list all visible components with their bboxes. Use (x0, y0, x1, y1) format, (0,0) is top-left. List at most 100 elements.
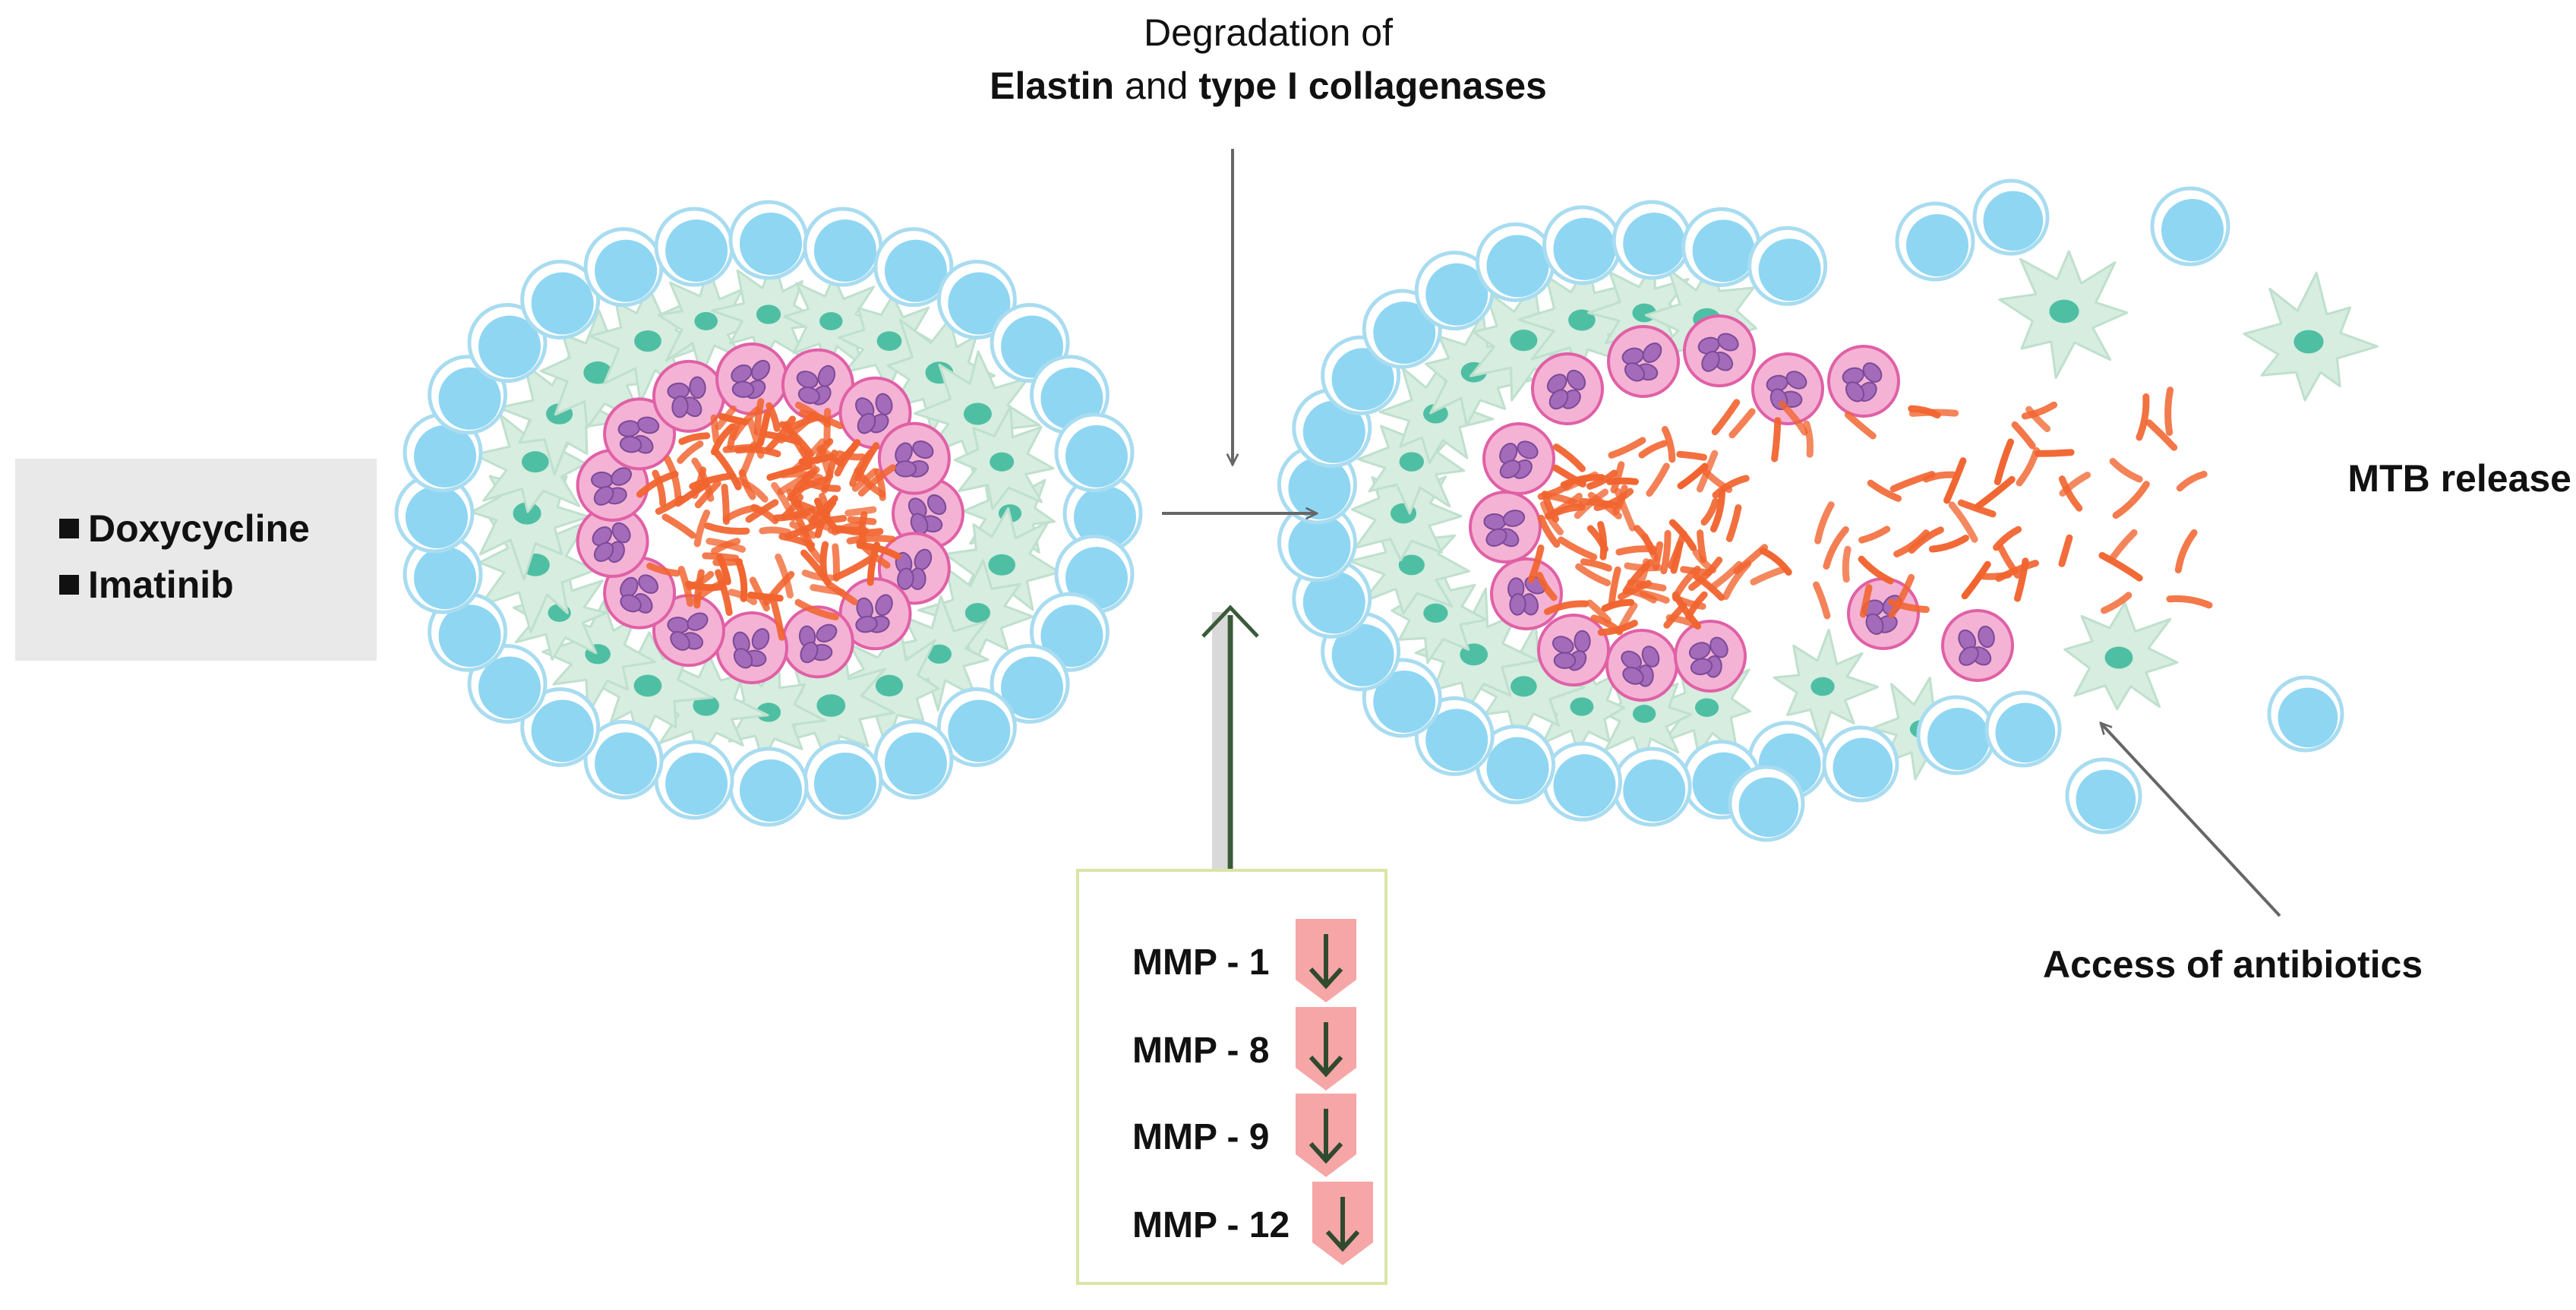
mtb-bacillus (1663, 601, 1687, 629)
mtb-bacillus (1709, 560, 1743, 591)
drug-box: Doxycycline Imatinib (15, 459, 377, 661)
neutrophil-lobe (592, 526, 613, 547)
macrophage-nucleus (583, 361, 612, 384)
lymphocyte-nucleus (813, 752, 876, 815)
mtb-bacillus (727, 421, 740, 450)
mtb-bacillus (677, 440, 704, 464)
mtb-bacillus (1887, 598, 1930, 614)
mtb-bacillus (706, 538, 746, 553)
mtb-bacillus (691, 466, 707, 499)
mtb-bacillus (712, 448, 742, 491)
neutrophil-lobe (816, 623, 838, 642)
lymphocyte-nucleus (1040, 604, 1103, 668)
neutrophil-lobe (593, 485, 614, 506)
neutrophil-lobe (1621, 650, 1643, 670)
macrophage-nucleus (2049, 299, 2079, 324)
mtb-bacillus (735, 558, 748, 602)
mtb-bacillus (1858, 555, 1894, 585)
mtb-bacillus (1712, 475, 1750, 499)
mmp-box: MMP - 1 MMP - 8 MMP - 9 MMP - 12 (1076, 869, 1387, 1285)
neutrophil-lobe (1642, 342, 1662, 363)
neutrophil-lobe (593, 541, 614, 562)
mtb-bacillus (756, 410, 772, 447)
macrophage-nucleus (1423, 403, 1448, 424)
mtb-bacillus (778, 411, 817, 444)
mtb-bacillus (1771, 417, 1782, 462)
mtb-bacillus (791, 498, 830, 519)
lymphocyte-nucleus (1001, 656, 1064, 719)
neutrophil-cell (1482, 422, 1555, 495)
neutrophil-lobe (1641, 646, 1660, 668)
lymphocyte-nucleus (1425, 263, 1488, 326)
neutrophil-lobe (1688, 642, 1711, 660)
lymphocyte-nucleus (1906, 214, 1968, 276)
lymphocyte-nucleus (2278, 687, 2338, 748)
lymphocyte-nucleus (665, 219, 728, 283)
neutrophil-lobe (800, 641, 819, 664)
lymphocyte-nucleus (1738, 777, 1799, 838)
macrophage-nucleus (816, 694, 846, 717)
neutrophil-cell (1683, 314, 1756, 387)
mtb-bacillus (652, 469, 667, 507)
macrophage-nucleus (2293, 330, 2324, 354)
mtb-bacillus (1823, 526, 1849, 570)
mtb-bacillus (1814, 501, 1835, 545)
lymphocyte-nucleus (414, 547, 477, 610)
neutrophil-lobe (1959, 646, 1979, 666)
neutrophil-lobe (875, 393, 893, 415)
mtb-bacillus (646, 562, 680, 577)
mtb-bacillus (1608, 566, 1621, 607)
mtb-bacillus (1536, 571, 1558, 601)
lymphocyte-nucleus (1486, 235, 1549, 298)
mtb-bacillus (1943, 457, 1967, 504)
drug-item-imatinib: Imatinib (59, 562, 234, 608)
macrophage-nucleus (2104, 646, 2133, 669)
lymphocyte-nucleus (1623, 759, 1686, 822)
mtb-bacillus (735, 477, 769, 503)
neutrophil-cell (1674, 620, 1747, 693)
mtb-bacillus (836, 450, 866, 461)
neutrophil-lobe (750, 359, 771, 381)
neutrophil-lobe (689, 376, 706, 399)
lymphocyte-nucleus (884, 239, 947, 302)
mtb-bacillus (1597, 521, 1608, 560)
neutrophil-lobe (897, 567, 914, 590)
macrophage-nucleus (693, 695, 720, 716)
neutrophil-lobe (1978, 625, 1995, 649)
neutrophil-lobe (590, 471, 614, 489)
mtb-bacillus (1574, 488, 1608, 519)
mtb-bacillus (1948, 501, 1978, 543)
mtb-bacillus (1586, 599, 1612, 624)
macrophage-nucleus (756, 305, 781, 324)
disrupted-granuloma (1277, 178, 2379, 842)
neutrophil-lobe (912, 440, 934, 459)
mtb-bacillus (1660, 529, 1672, 575)
lymphocyte-nucleus (1065, 547, 1128, 610)
neutrophil-lobe (797, 387, 820, 404)
macrophage-nucleus (521, 451, 549, 473)
mtb-bacillus (655, 495, 684, 515)
mtb-bacillus (1803, 420, 1814, 458)
mtb-bacillus (759, 526, 792, 536)
neutrophil-lobe (894, 460, 917, 478)
mtb-bacillus (2025, 406, 2051, 432)
mtb-bacillus (1688, 557, 1723, 592)
lymphocyte-nucleus (406, 486, 468, 548)
title-and: and (1114, 65, 1199, 107)
mtb-bacillus (1552, 444, 1586, 472)
mtb-bacillus (1908, 409, 1959, 417)
lymphocyte-nucleus (1553, 217, 1616, 280)
neutrophil-lobe (875, 594, 893, 617)
mtb-bacillus (801, 570, 835, 582)
antibiotic-access-arrow (2101, 723, 2281, 917)
neutrophil-cell (1751, 352, 1824, 425)
neutrophil-lobe (1509, 593, 1526, 616)
antibiotic-access-label: Access of antibiotics (2043, 943, 2423, 986)
macrophage-nucleus (988, 554, 1015, 576)
macrophage-nucleus (964, 602, 990, 623)
lymphocyte-nucleus (1623, 213, 1686, 276)
lymphocyte-nucleus (1833, 737, 1893, 798)
neutrophil-lobe (619, 435, 642, 453)
mtb-bacillus (814, 499, 837, 538)
